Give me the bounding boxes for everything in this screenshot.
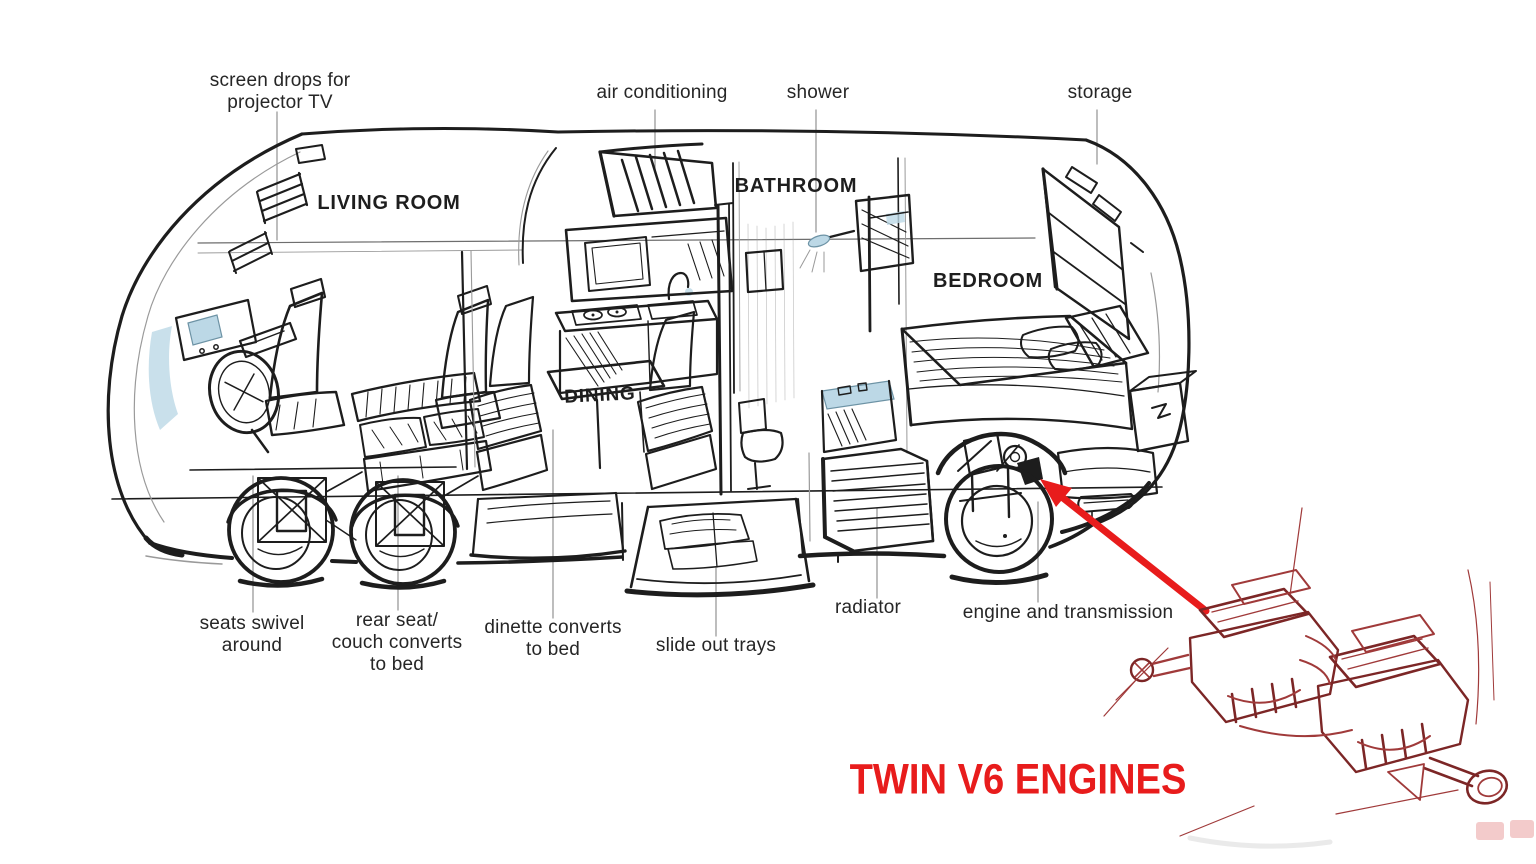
body-outline xyxy=(106,126,1191,565)
dinette-bench-left xyxy=(468,295,549,492)
label-seats-swivel: seats swivel around xyxy=(199,613,305,656)
bed xyxy=(900,314,1134,431)
front-wheel-2 xyxy=(349,478,460,590)
watermark-marks xyxy=(1476,820,1534,840)
couch xyxy=(350,371,493,493)
label-air-conditioning: air conditioning xyxy=(596,82,728,103)
dashboard xyxy=(174,298,258,362)
bathroom-walls xyxy=(732,157,908,454)
kitchen-overhead-cabinet xyxy=(564,216,734,303)
label-living-room: LIVING ROOM xyxy=(317,192,461,214)
twin-engine-sketch xyxy=(1103,507,1509,849)
driver-seat xyxy=(264,277,346,437)
steering-wheel xyxy=(208,349,280,435)
passenger-seat xyxy=(434,285,502,430)
slide-out-tray-rear xyxy=(469,491,627,560)
label-engine-transmission: engine and transmission xyxy=(962,602,1174,623)
label-shower: shower xyxy=(786,82,850,103)
nightstand xyxy=(1128,370,1197,453)
label-bedroom: BEDROOM xyxy=(932,270,1044,292)
radiator-unit xyxy=(808,447,935,563)
dinette-bench-right xyxy=(636,310,718,491)
tall-divider xyxy=(714,202,734,496)
label-dinette: dinette converts to bed xyxy=(484,617,622,660)
label-bathroom: BATHROOM xyxy=(734,175,858,197)
rear-wheel xyxy=(944,464,1151,585)
engine-block xyxy=(935,431,1068,519)
steering-column xyxy=(250,428,270,454)
rear-vents xyxy=(1065,166,1144,253)
label-storage: storage xyxy=(1067,82,1133,103)
wall-tv-panel xyxy=(854,193,915,333)
cab-bulkhead xyxy=(460,147,557,471)
ac-unit xyxy=(598,142,718,218)
faucet xyxy=(667,271,690,301)
toilet xyxy=(738,398,784,490)
front-window-slats xyxy=(228,144,326,359)
label-slide-out-trays: slide out trays xyxy=(655,635,777,656)
label-radiator: radiator xyxy=(834,597,902,618)
windshield xyxy=(148,326,178,430)
label-rear-seat: rear seat/ couch converts to bed xyxy=(331,610,463,675)
engine-callout-arrow xyxy=(1040,479,1210,615)
label-screen-drops: screen drops for projector TV xyxy=(209,70,351,113)
headboard xyxy=(1064,304,1150,369)
label-dining: DINING xyxy=(563,383,637,408)
vanity xyxy=(820,379,898,454)
slide-out-tray-main xyxy=(621,497,816,598)
kitchen-counter xyxy=(554,271,719,395)
bathroom-cabinet xyxy=(744,248,785,294)
label-twin-v6-engines: TWIN V6 ENGINES xyxy=(849,755,1187,803)
front-wheel-1 xyxy=(226,476,338,588)
storage-cabinet xyxy=(1041,167,1131,341)
dining-table xyxy=(546,359,666,470)
rear-bench xyxy=(1056,446,1159,500)
shower-head-icon xyxy=(799,229,856,273)
